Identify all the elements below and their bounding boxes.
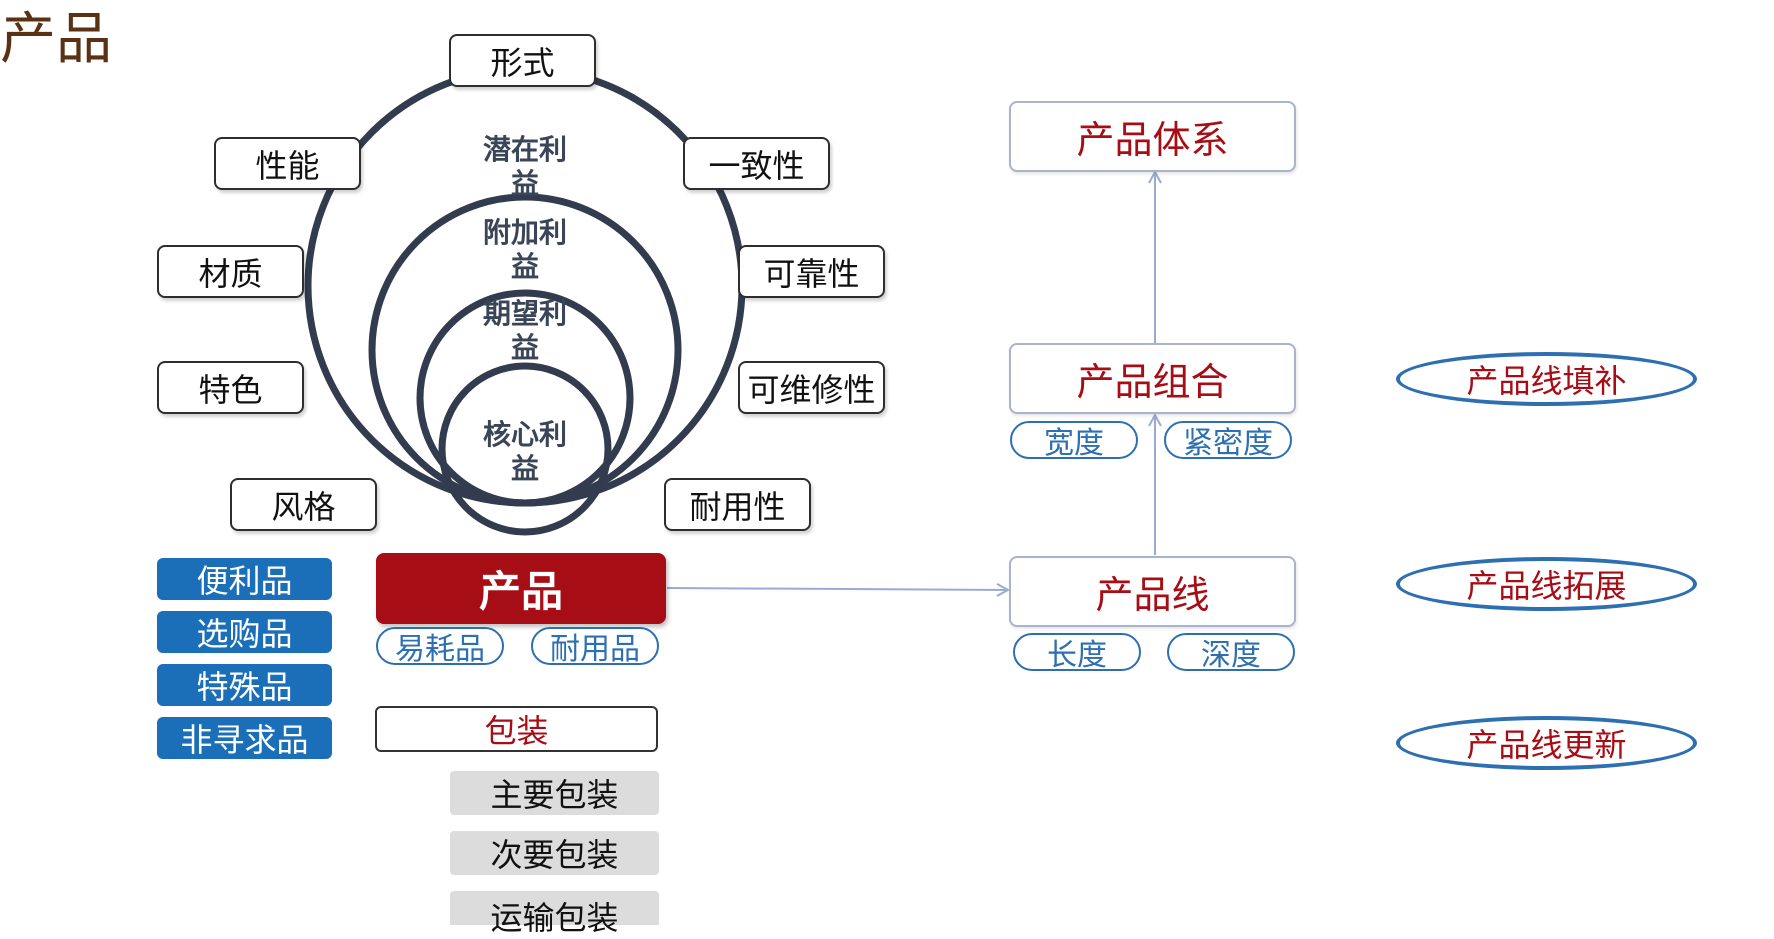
attribute-durability: 耐用性 [664,478,811,531]
attribute-performance: 性能 [214,137,361,190]
expected-benefit-circle [416,289,634,507]
specialty-goods-box: 特殊品 [157,664,332,706]
consumable-goods-pill: 易耗品 [376,627,504,667]
product-system-box: 产品体系 [1009,101,1296,172]
line-modernizing-oval: 产品线更新 [1396,716,1697,770]
product-line-box: 产品线 [1009,556,1296,627]
primary-packaging-box: 主要包装 [450,771,659,815]
page-title: 产品 [0,7,112,72]
attribute-reliability: 可靠性 [738,245,885,298]
attribute-repairability: 可维修性 [738,361,885,414]
expected-benefit-label: 期望利益 [482,297,567,364]
convenience-goods-box: 便利品 [157,558,332,600]
core-benefit-label: 核心利益 [482,418,567,485]
line-stretching-oval: 产品线拓展 [1396,557,1697,611]
attribute-style: 风格 [230,478,377,531]
attribute-material: 材质 [157,245,304,298]
line-length-pill: 长度 [1013,633,1141,673]
mix-width-pill: 宽度 [1010,421,1138,461]
product-box: 产品 [376,553,666,624]
mix-consistency-pill: 紧密度 [1164,421,1292,461]
arrow-product-to-line [666,588,1008,590]
line-depth-pill: 深度 [1167,633,1295,673]
secondary-packaging-box: 次要包装 [450,831,659,875]
unsought-goods-box: 非寻求品 [157,717,332,759]
product-mix-box: 产品组合 [1009,343,1296,414]
attribute-feature: 特色 [157,361,304,414]
durable-goods-pill: 耐用品 [531,627,659,667]
core-benefit-circle [438,362,612,536]
shipping-packaging-box: 运输包装 [450,891,659,937]
packaging-box: 包装 [375,706,658,752]
attribute-form: 形式 [449,34,596,87]
potential-benefit-label: 潜在利益 [482,133,567,200]
augmented-benefit-label: 附加利益 [482,216,567,283]
line-filling-oval: 产品线填补 [1396,352,1697,406]
attribute-consistency: 一致性 [683,137,830,190]
shopping-goods-box: 选购品 [157,611,332,653]
